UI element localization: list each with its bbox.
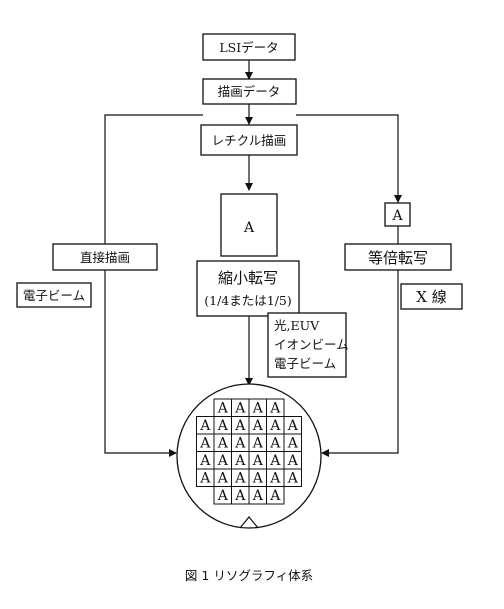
wafer-die-letter: A: [287, 453, 299, 469]
wafer-die: A: [266, 398, 285, 417]
wafer-die: A: [248, 433, 267, 452]
wafer-die-letter: A: [269, 453, 281, 469]
reduction-transfer-label: 縮小転写: [218, 269, 278, 287]
line-to-direct-drawing: [104, 114, 203, 244]
direct-drawing-box: 直接描画: [52, 243, 158, 271]
wafer-die-letter: A: [269, 436, 281, 452]
lsi-data-label: LSIデータ: [219, 40, 278, 55]
reduction-sources-box: 光,EUV イオンビーム 電子ビーム: [267, 312, 349, 378]
wafer-die-letter: A: [269, 401, 281, 417]
wafer-die-letter: A: [252, 488, 264, 504]
reticle-mask-box: A: [220, 193, 278, 257]
wafer-die-letter: A: [252, 453, 264, 469]
wafer-notch: [239, 516, 259, 529]
wafer-die: A: [231, 398, 250, 417]
wafer-die-letter: A: [234, 471, 246, 487]
wafer-die: A: [283, 416, 302, 435]
direct-drawing-label: 直接描画: [80, 250, 130, 265]
reduction-ratio-label: (1/4または1/5): [204, 293, 292, 308]
wafer-die-letter: A: [252, 436, 264, 452]
wafer-die-letter: A: [217, 418, 229, 434]
electron-beam-label: 電子ビーム: [23, 288, 85, 303]
wafer-die-letter: A: [234, 488, 246, 504]
wafer-die: A: [283, 433, 302, 452]
wafer-die: A: [213, 416, 232, 435]
reticle-letter: A: [243, 220, 255, 236]
wafer-die: A: [213, 398, 232, 417]
reduction-transfer-box: 縮小転写 (1/4または1/5): [196, 260, 300, 317]
wafer-die-letter: A: [199, 471, 211, 487]
wafer-die: A: [213, 468, 232, 487]
wafer-die-letter: A: [234, 453, 246, 469]
wafer-die: A: [248, 416, 267, 435]
xray-label: X 線: [416, 288, 446, 306]
wafer-die-letter: A: [269, 488, 281, 504]
wafer-die: A: [266, 451, 285, 470]
wafer-die: A: [213, 486, 232, 505]
equal-mask-letter: A: [391, 208, 403, 224]
wafer-die: A: [196, 433, 215, 452]
wafer-die-letter: A: [252, 401, 264, 417]
wafer-die-letter: A: [234, 436, 246, 452]
drawing-data-label: 描画データ: [218, 84, 281, 99]
xray-box: X 線: [400, 283, 463, 310]
reticle-drawing-box: レチクル描画: [200, 124, 298, 156]
wafer-die: A: [213, 433, 232, 452]
wafer-die-letter: A: [199, 453, 211, 469]
wafer-die: A: [266, 416, 285, 435]
wafer-die: A: [248, 398, 267, 417]
wafer-die-letter: A: [269, 418, 281, 434]
connectors: [104, 60, 402, 457]
wafer-die-letter: A: [234, 418, 246, 434]
wafer-die: A: [266, 486, 285, 505]
wafer-die-letter: A: [287, 418, 299, 434]
wafer-die: A: [231, 416, 250, 435]
lsi-data-box: LSIデータ: [202, 33, 296, 61]
source-electron-beam: 電子ビーム: [274, 356, 336, 371]
wafer-die: A: [283, 468, 302, 487]
electron-beam-box: 電子ビーム: [16, 282, 92, 308]
wafer-die: A: [231, 451, 250, 470]
wafer-die-letter: A: [217, 401, 229, 417]
wafer-die-letter: A: [199, 418, 211, 434]
wafer-die-letter: A: [287, 436, 299, 452]
wafer-die: A: [196, 468, 215, 487]
drawing-data-box: 描画データ: [202, 78, 297, 105]
wafer-die-letter: A: [217, 436, 229, 452]
wafer-die-letter: A: [217, 488, 229, 504]
equal-transfer-label: 等倍転写: [368, 249, 428, 267]
wafer-die-letter: A: [217, 471, 229, 487]
source-ion-beam: イオンビーム: [274, 337, 349, 352]
wafer-die: A: [231, 468, 250, 487]
wafer-die: A: [266, 468, 285, 487]
arrow-to-equal-mask: [296, 114, 402, 203]
wafer-die-letter: A: [217, 453, 229, 469]
wafer-die: A: [196, 451, 215, 470]
equal-transfer-box: 等倍転写: [344, 243, 452, 271]
wafer-die-letter: A: [287, 471, 299, 487]
wafer-die: A: [248, 451, 267, 470]
source-light-euv: 光,EUV: [274, 318, 320, 333]
reticle-drawing-label: レチクル描画: [212, 133, 287, 148]
wafer-die: A: [213, 451, 232, 470]
wafer-die-letter: A: [252, 471, 264, 487]
wafer-die-letter: A: [252, 418, 264, 434]
wafer-die-letter: A: [199, 436, 211, 452]
arrow-equal-to-wafer: [321, 270, 399, 457]
wafer-die: A: [283, 451, 302, 470]
arrow-direct-to-wafer: [104, 270, 177, 457]
wafer-die: A: [266, 433, 285, 452]
wafer-die: A: [231, 486, 250, 505]
wafer-die: A: [231, 433, 250, 452]
wafer-die: A: [248, 486, 267, 505]
wafer-die-letter: A: [269, 471, 281, 487]
wafer-die: A: [196, 416, 215, 435]
equal-mask-box: A: [384, 202, 411, 227]
wafer-die: A: [248, 468, 267, 487]
figure-caption: 図 1 リソグラフィ体系: [185, 568, 313, 583]
wafer-die-letter: A: [234, 401, 246, 417]
